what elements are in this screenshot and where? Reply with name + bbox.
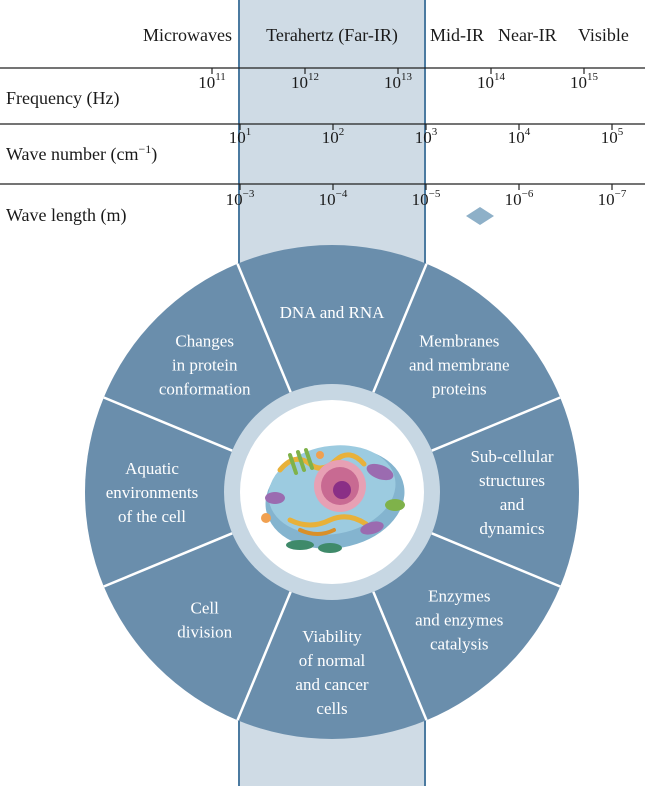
wheel-dividers [103, 263, 561, 721]
wavelength-tick-label: 10−5 [412, 188, 441, 209]
band-label-visible: Visible [578, 25, 629, 45]
frequency-tick-label: 1014 [477, 71, 506, 92]
frequency-axis-label: Frequency (Hz) [6, 88, 119, 109]
wavenumber-tick-label: 103 [415, 126, 438, 147]
band-label-microwaves: Microwaves [143, 25, 232, 45]
wavenumber-row: Wave number (cm−1) 101 102 103 104 105 [0, 123, 645, 165]
wavenumber-ticks: 101 102 103 104 105 [229, 124, 624, 147]
wavenumber-tick-label: 104 [508, 126, 531, 147]
wheel-divider-line [103, 532, 233, 588]
axis-rows: Frequency (Hz) 1011 1012 1013 1014 1015 Wave… [0, 67, 645, 226]
wavelength-tick-label: 10−7 [598, 188, 627, 209]
wheel-divider-line [103, 396, 233, 452]
wheel-divider-line [372, 263, 428, 393]
wavelength-axis-label: Wave length (m) [6, 205, 127, 226]
wavelength-row: Wave length (m) 10−3 10−4 10−5 10−6 10−7 [0, 183, 645, 226]
band-label-terahertz: Terahertz (Far-IR) [266, 25, 398, 46]
wavenumber-tick-label: 105 [601, 126, 624, 147]
wavenumber-tick-label: 102 [322, 126, 345, 147]
frequency-tick-label: 1011 [198, 71, 226, 92]
wheel-divider-line [372, 591, 428, 721]
frequency-tick-label: 1013 [384, 71, 413, 92]
band-label-mid-ir: Mid-IR [430, 25, 484, 45]
wavenumber-tick-label: 101 [229, 126, 252, 147]
frequency-tick-label: 1012 [291, 71, 319, 92]
diamond-marker [466, 207, 494, 225]
frequency-tick-label: 1015 [570, 71, 599, 92]
frequency-row: Frequency (Hz) 1011 1012 1013 1014 1015 [0, 67, 645, 109]
frequency-ticks: 1011 1012 1013 1014 1015 [198, 68, 599, 92]
animal-cell-icon [240, 400, 424, 584]
wavelength-tick-label: 10−6 [505, 188, 534, 209]
wheel-divider-line [236, 263, 292, 393]
wavelength-tick-label: 10−4 [319, 188, 348, 209]
wheel-divider-line [236, 591, 292, 721]
wheel-divider-line [431, 396, 561, 452]
band-labels: Microwaves Terahertz (Far-IR) Mid-IR Nea… [143, 25, 629, 46]
wavelength-tick-label: 10−3 [226, 188, 255, 209]
band-label-near-ir: Near-IR [498, 25, 557, 45]
wavenumber-axis-label: Wave number (cm−1) [6, 142, 157, 165]
wheel-segment-label: DNA and RNA [280, 303, 386, 322]
wheel-divider-line [431, 532, 561, 588]
wavelength-ticks: 10−3 10−4 10−5 10−6 10−7 [226, 184, 627, 209]
